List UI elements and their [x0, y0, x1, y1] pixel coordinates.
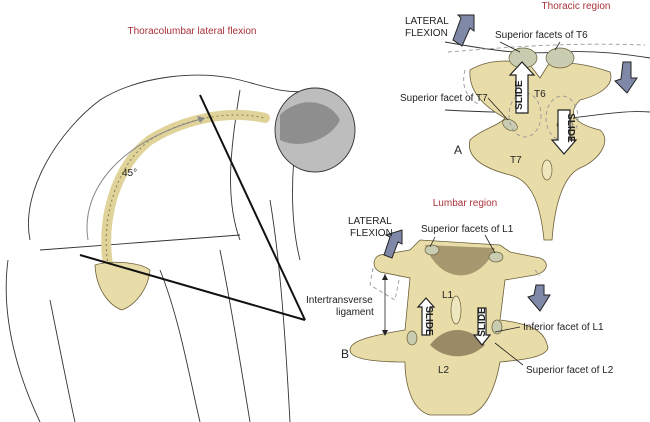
- vertebrae-l1-l2: [349, 239, 549, 416]
- lumbar-lateral-label-1: LATERAL: [348, 216, 392, 227]
- thoracic-title: Thoracic region: [542, 1, 611, 12]
- superior-facet-l2-label: Superior facet of L2: [526, 365, 614, 376]
- lumbar-slide-up-arrow: [416, 297, 436, 336]
- angle-label: 45°: [122, 168, 137, 179]
- sacrum: [94, 261, 151, 311]
- ligament-label-2: ligament: [336, 307, 374, 318]
- slide-down-text: SLIDE: [565, 113, 576, 143]
- lumbar-slide-up-text: SLIDE: [423, 306, 434, 336]
- t6-label: T6: [534, 89, 546, 100]
- lumbar-lateral-label-2: FLEXION: [350, 228, 393, 239]
- inferior-facet-l1-label: Inferior facet of L1: [523, 322, 604, 333]
- panel-a-label: A: [454, 143, 462, 157]
- thoracic-lateral-label-1: LATERAL: [405, 16, 449, 27]
- lumbar-lateral-flexion-down-arrow: [527, 284, 551, 312]
- ligament-label-1: Intertransverse: [306, 295, 373, 306]
- angle-arc: [86, 117, 206, 241]
- superior-facets-l1-label: Superior facets of L1: [421, 224, 514, 235]
- lateral-flexion-up-arrow: [452, 14, 475, 47]
- slide-down-arrow: [550, 109, 578, 155]
- panel-b-label: B: [341, 347, 349, 361]
- lateral-flexion-down-arrow: [614, 61, 638, 94]
- lumbar-panel: [349, 229, 551, 416]
- lumbar-title: Lumbar region: [433, 198, 497, 209]
- t7-label: T7: [510, 155, 522, 166]
- thoracic-lateral-label-2: FLEXION: [405, 28, 448, 39]
- superior-facets-t6-label: Superior facets of T6: [495, 30, 588, 41]
- thoracic-panel: [444, 14, 650, 241]
- l2-label: L2: [438, 365, 450, 376]
- lumbar-lateral-flexion-up-arrow: [383, 229, 403, 259]
- slide-up-text: SLIDE: [514, 80, 525, 110]
- lumbar-slide-down-arrow: [472, 307, 492, 346]
- slide-up-arrow: [508, 61, 536, 114]
- lumbar-slide-down-text: SLIDE: [477, 307, 488, 337]
- l1-label: L1: [442, 290, 454, 301]
- vertebra-t6-t7: [468, 60, 612, 241]
- left-title: Thoracolumbar lateral flexion: [128, 26, 257, 37]
- superior-facet-t7-label: Superior facet of T7: [400, 93, 488, 104]
- body-figure: [5, 74, 356, 422]
